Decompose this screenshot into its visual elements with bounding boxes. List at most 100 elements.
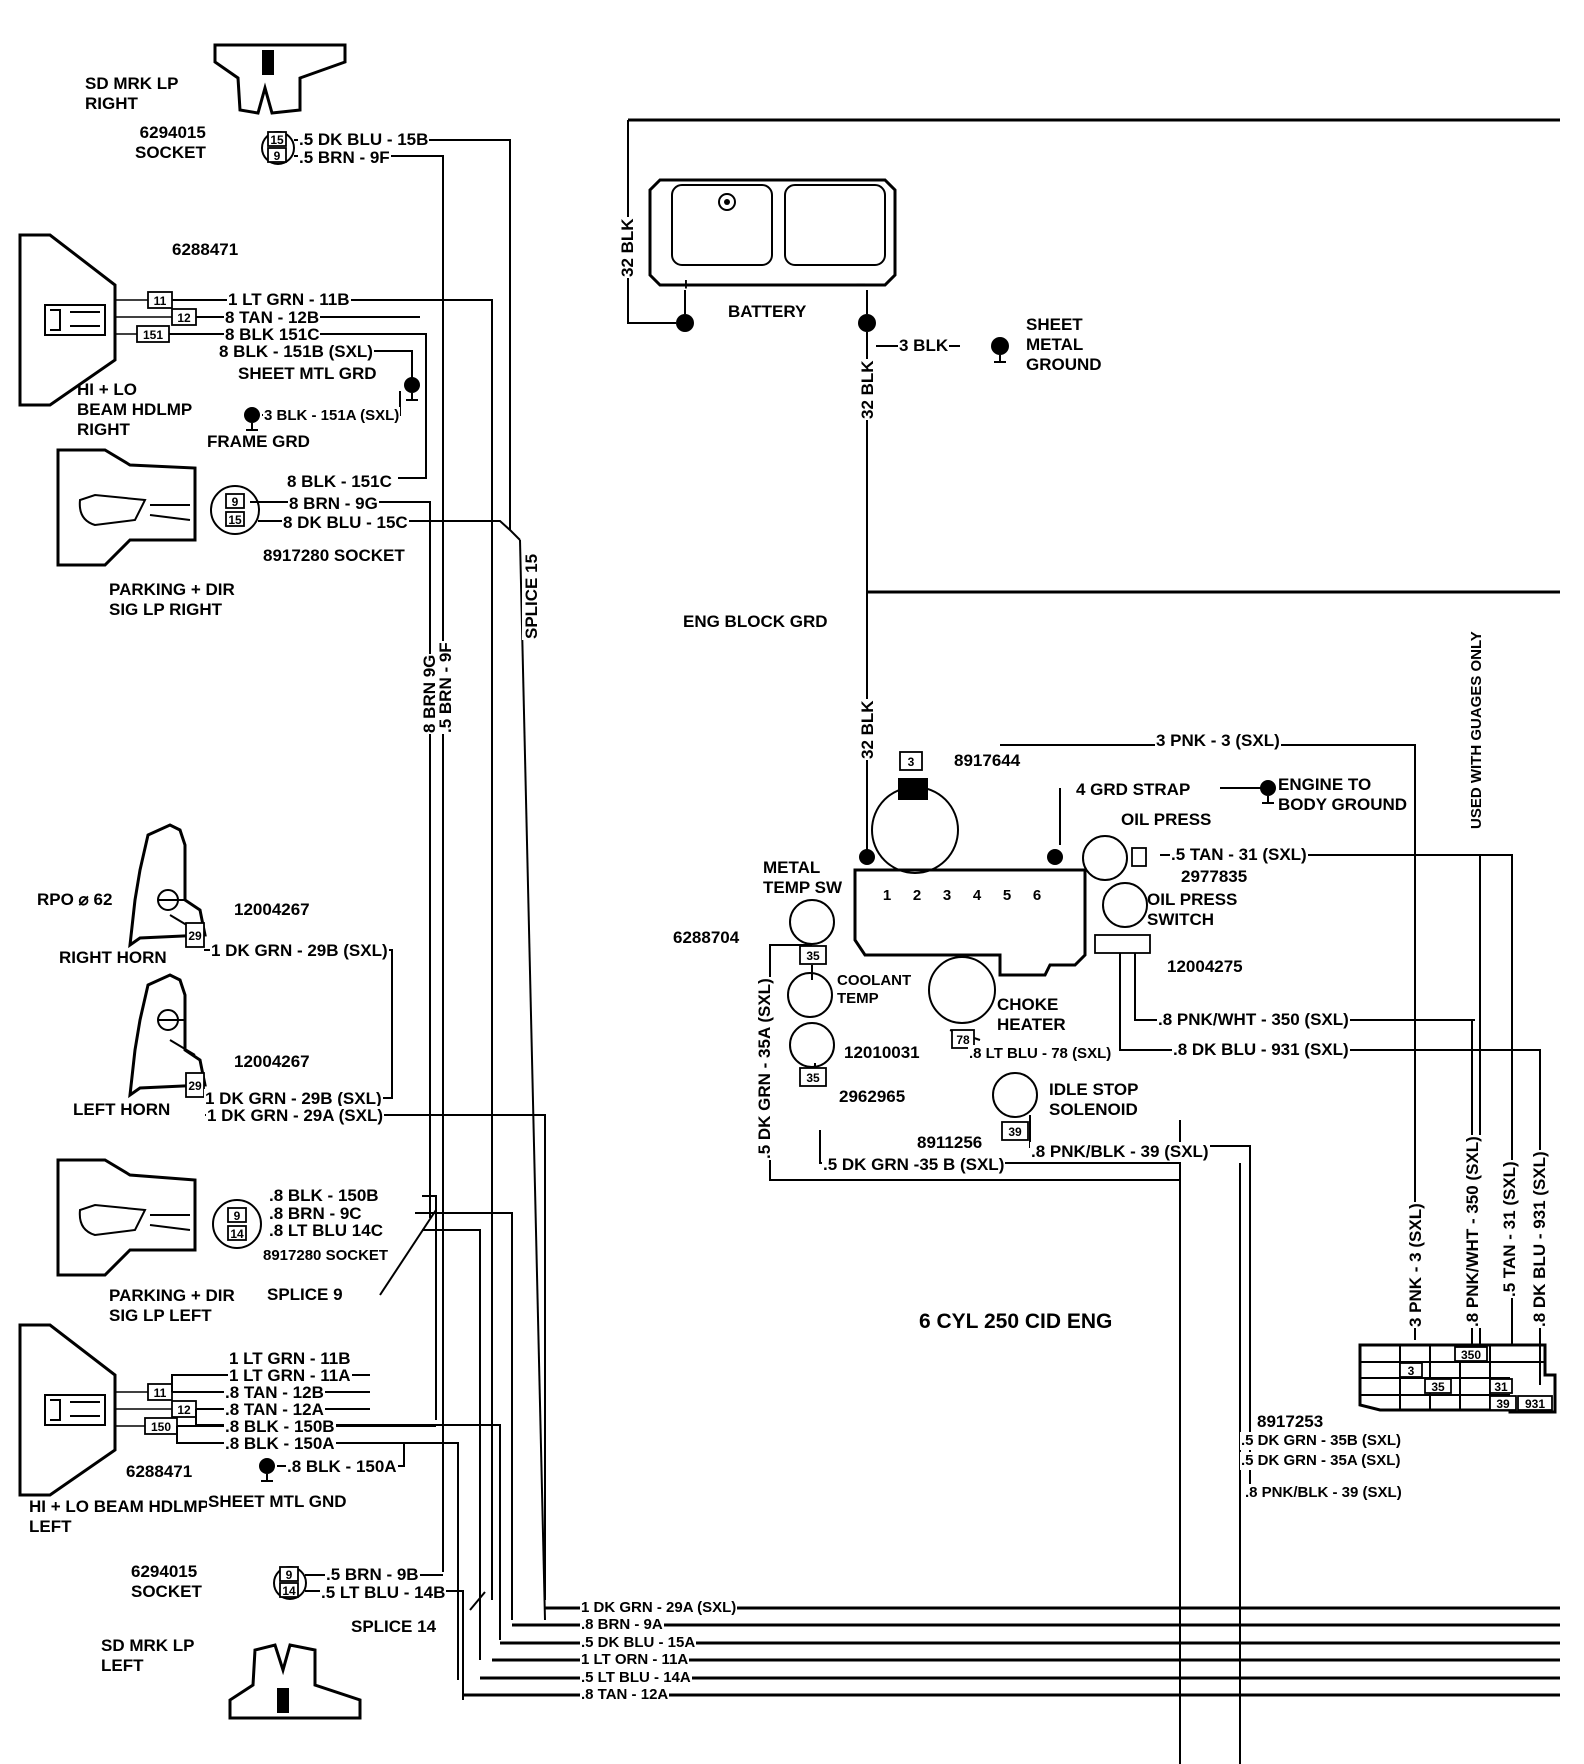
grd-strap-label: 4 GRD STRAP [1075, 780, 1192, 800]
wire-151a: 3 BLK - 151A (SXL) [263, 407, 401, 425]
wire-9f: .5 BRN - 9F [298, 148, 391, 168]
engine-to-body-label: ENGINE TO BODY GROUND [1278, 775, 1408, 814]
wire-11b-2: 1 LT GRN - 11B [228, 1349, 352, 1369]
frame-grd-ground-icon [244, 407, 260, 431]
terminal-9: 9 [274, 149, 281, 163]
oil-press-label: OIL PRESS [1120, 810, 1213, 830]
cylinder-number-2: 2 [913, 887, 921, 904]
headlamp-right-icon [18, 233, 117, 407]
oil-press-part: 2977835 [1180, 867, 1249, 887]
engine-block-icon: 3 [853, 751, 1087, 977]
parking-lamp-right-icon [56, 448, 197, 567]
hdlmp-left-label: HI + LO BEAM HDLMP LEFT [29, 1497, 209, 1536]
wire-151c-2: 8 BLK - 151C [286, 472, 393, 492]
sd-mrk-lp-right-label: SD MRK LP RIGHT [85, 74, 179, 113]
left-horn-label: LEFT HORN [72, 1100, 172, 1120]
wire-31: .5 TAN - 31 (SXL) [1170, 845, 1308, 865]
parking-right-label: PARKING + DIR SIG LP RIGHT [109, 580, 235, 619]
eng-block-grd-label: ENG BLOCK GRD [682, 612, 829, 632]
hdlmp-left-part: 6288471 [125, 1462, 194, 1482]
terminal-9: 9 [232, 495, 239, 509]
coolant-part: 2962965 [838, 1087, 907, 1107]
choke-part: 12010031 [843, 1043, 921, 1063]
idle-stop-label: IDLE STOP SOLENOID [1049, 1080, 1139, 1119]
out-12a: .8 TAN - 12A [580, 1686, 670, 1704]
wire-350: .8 PNK/WHT - 350 (SXL) [1157, 1010, 1350, 1030]
wire-29b-2: 1 DK GRN - 29B (SXL) [204, 1089, 383, 1109]
wire-931: .8 DK BLU - 931 (SXL) [1172, 1040, 1350, 1060]
wire-150b-2: .8 BLK - 150B [224, 1417, 336, 1437]
sd-mrk-left-part: 6294015 SOCKET [131, 1562, 202, 1601]
terminal-35: 35 [806, 949, 820, 963]
terminal-350: 350 [1461, 1348, 1481, 1362]
wire-32blk-mid: 32 BLK [858, 359, 878, 420]
terminal-3: 3 [1408, 1364, 1415, 1378]
wire-150b: .8 BLK - 150B [268, 1186, 380, 1206]
wire-12a: .8 TAN - 12A [224, 1400, 325, 1420]
sheet-mtl-grd-label: SHEET MTL GRD [237, 364, 378, 384]
wire-9b: .5 BRN - 9B [325, 1565, 420, 1585]
wire-11a: 1 LT GRN - 11A [228, 1366, 352, 1386]
splice-9-label: SPLICE 9 [266, 1285, 344, 1305]
wire-11b: 1 LT GRN - 11B [227, 290, 351, 310]
terminal-150: 150 [151, 1420, 171, 1434]
wire-14c: .8 LT BLU 14C [268, 1221, 384, 1241]
left-horn-part: 12004267 [233, 1052, 311, 1072]
sheet-mtl-gnd-label: SHEET MTL GND [207, 1492, 348, 1512]
terminal-3: 3 [908, 755, 915, 769]
parking-left-socket-label: 8917280 SOCKET [262, 1247, 390, 1265]
parking-right-socket: 9 15 [210, 485, 260, 535]
battery-minus: − [856, 275, 866, 294]
cylinder-number-3: 3 [943, 887, 951, 904]
hdlmp-left-connector: 11 12 150 [115, 1383, 197, 1435]
sheet-mtl-gnd-ground-icon [259, 1458, 275, 1482]
coolant-temp-label: COOLANT TEMP [837, 972, 912, 1007]
conn-35b: .5 DK GRN - 35B (SXL) [1240, 1432, 1403, 1450]
terminal-39: 39 [1496, 1397, 1510, 1411]
oil-press-switch-icon [1094, 882, 1151, 954]
wire-14b: .5 LT BLU - 14B [320, 1583, 447, 1603]
out-29a: 1 DK GRN - 29A (SXL) [580, 1599, 738, 1617]
terminal-78: 78 [956, 1033, 970, 1047]
right-wiring [627, 118, 1560, 1764]
wire-39: .8 PNK/BLK - 39 (SXL) [1030, 1142, 1210, 1162]
wire-3blk: 3 BLK [898, 336, 950, 356]
terminal-11: 11 [154, 294, 167, 308]
out-14a: .5 LT BLU - 14A [580, 1669, 692, 1687]
wire-29b: 1 DK GRN - 29B (SXL) [210, 941, 389, 961]
socket-right-top: 15 9 [261, 131, 295, 165]
terminal-29: 29 [188, 1079, 202, 1093]
wire-15c: 8 DK BLU - 15C [282, 513, 409, 533]
right-wire-31: .5 TAN - 31 (SXL) [1500, 1160, 1520, 1298]
wire-151b: 8 BLK - 151B (SXL) [218, 342, 374, 362]
idle-stop-solenoid-icon: 39 [992, 1072, 1038, 1141]
wire-35b: .5 DK GRN -35 B (SXL) [822, 1155, 1006, 1175]
conn-35a: .5 DK GRN - 35A (SXL) [1240, 1452, 1402, 1470]
wire-35a-vertical: .5 DK GRN - 35A (SXL) [755, 977, 775, 1160]
right-horn-label: RIGHT HORN [58, 948, 168, 968]
wire-32blk-top: 32 BLK [618, 217, 638, 278]
sd-mrk-lamp-left-icon [228, 1643, 362, 1720]
idle-part: 8911256 [916, 1133, 984, 1153]
terminal-15: 15 [228, 513, 242, 527]
sd-mrk-left-label: SD MRK LP LEFT [101, 1636, 195, 1675]
terminal-9: 9 [234, 1209, 241, 1223]
bulkhead-connector: 350 3 35 31 39 931 [1358, 1343, 1557, 1414]
right-wire-3: 3 PNK - 3 (SXL) [1406, 1202, 1426, 1328]
wire-12b-2: .8 TAN - 12B [224, 1383, 325, 1403]
right-wire-350: .8 PNK/WHT - 350 (SXL) [1463, 1135, 1483, 1328]
wire-v-9f: .5 BRN - 9F [436, 641, 456, 734]
metal-temp-part: 6288704 [672, 928, 741, 948]
battery-icon: + − [648, 178, 897, 332]
out-15a: .5 DK BLU - 15A [580, 1634, 697, 1652]
used-with-gauges-label: USED WITH GUAGES ONLY [1468, 630, 1486, 830]
wire-151c: 8 BLK 151C [224, 325, 321, 345]
terminal-151: 151 [143, 328, 163, 342]
choke-heater-label: CHOKE HEATER [997, 995, 1066, 1034]
battery-plus: + [681, 275, 691, 294]
coolant-temp-icon: 35 [787, 972, 835, 1087]
choke-heater-icon: 78 [928, 956, 996, 1049]
terminal-12: 12 [177, 1403, 191, 1417]
headlamp-left-icon [18, 1323, 117, 1497]
